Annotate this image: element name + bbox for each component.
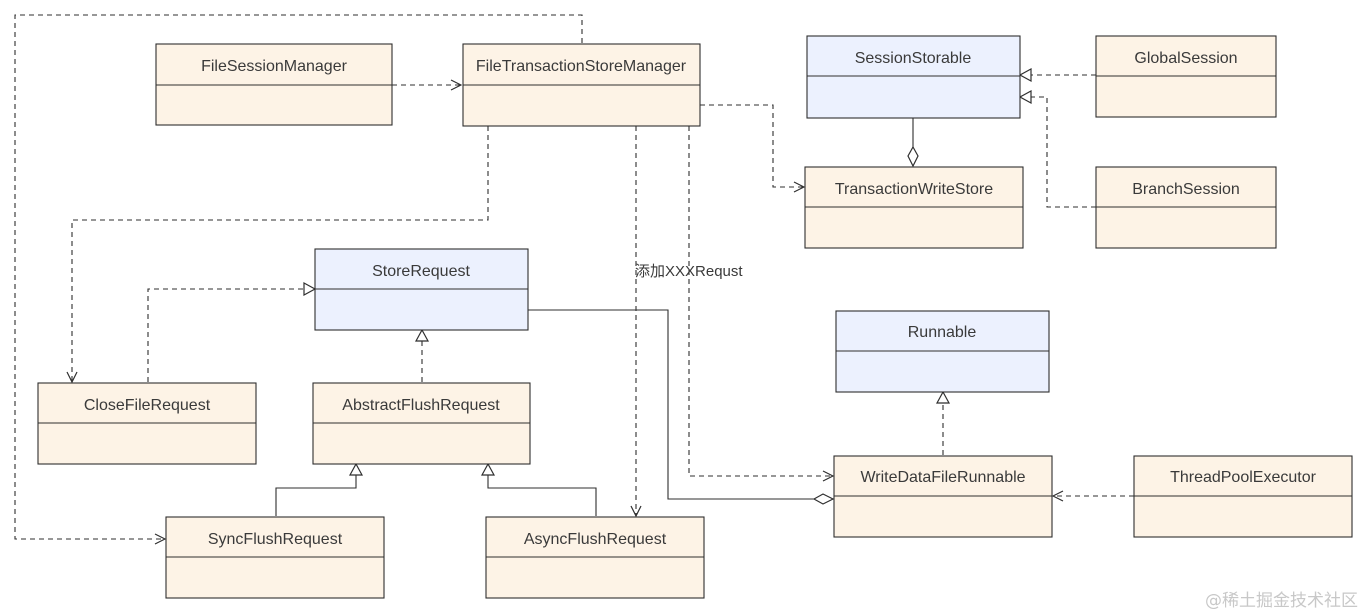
class-close-file-request: CloseFileRequest bbox=[37, 382, 257, 465]
class-title: FileSessionManager bbox=[201, 58, 348, 75]
edge-filetransactionstoremanager-to-transactionwritestore bbox=[700, 104, 804, 187]
class-file-transaction-store-manager: FileTransactionStoreManager bbox=[462, 43, 701, 127]
edge-storerequest-aggregation-writedatafilerunnable bbox=[528, 309, 833, 499]
edge-label-add-request: 添加XXXRequst bbox=[635, 263, 743, 280]
edge-filetransactionstoremanager-to-closefilerequest bbox=[72, 126, 489, 382]
interface-session-storable: SessionStorable bbox=[806, 35, 1021, 119]
class-title: SessionStorable bbox=[855, 50, 972, 67]
edge-filetransactionstoremanager-to-syncflushrequest bbox=[14, 14, 583, 539]
class-title: AsyncFlushRequest bbox=[524, 531, 667, 548]
class-title: StoreRequest bbox=[372, 263, 470, 280]
class-title: BranchSession bbox=[1132, 181, 1240, 198]
class-title: TransactionWriteStore bbox=[835, 181, 993, 198]
interface-runnable: Runnable bbox=[835, 310, 1050, 393]
edge-syncflushrequest-extends-abstractflushrequest bbox=[275, 464, 356, 516]
class-title: AbstractFlushRequest bbox=[342, 397, 500, 414]
edge-filetransactionstoremanager-to-writedatafilerunnable bbox=[688, 126, 833, 476]
class-title: WriteDataFileRunnable bbox=[860, 469, 1025, 486]
class-thread-pool-executor: ThreadPoolExecutor bbox=[1133, 455, 1353, 538]
class-title: Runnable bbox=[908, 324, 977, 341]
interface-store-request: StoreRequest bbox=[314, 248, 529, 331]
class-sync-flush-request: SyncFlushRequest bbox=[165, 516, 385, 599]
watermark: @稀土掘金技术社区 bbox=[1205, 591, 1358, 611]
edge-asyncflushrequest-extends-abstractflushrequest bbox=[488, 464, 597, 516]
class-title: CloseFileRequest bbox=[84, 397, 211, 414]
class-title: SyncFlushRequest bbox=[208, 531, 343, 548]
class-global-session: GlobalSession bbox=[1095, 35, 1277, 118]
class-abstract-flush-request: AbstractFlushRequest bbox=[312, 382, 531, 465]
class-file-session-manager: FileSessionManager bbox=[155, 43, 393, 126]
class-title: FileTransactionStoreManager bbox=[476, 58, 687, 75]
edge-branchsession-implements-sessionstorable bbox=[1020, 97, 1096, 208]
edge-closefilerequest-implements-storerequest bbox=[147, 289, 315, 382]
class-async-flush-request: AsyncFlushRequest bbox=[485, 516, 705, 599]
class-title: GlobalSession bbox=[1134, 50, 1237, 67]
class-transaction-write-store: TransactionWriteStore bbox=[804, 166, 1024, 249]
class-branch-session: BranchSession bbox=[1095, 166, 1277, 249]
class-title: ThreadPoolExecutor bbox=[1170, 469, 1317, 486]
class-write-data-file-runnable: WriteDataFileRunnable bbox=[833, 455, 1053, 538]
